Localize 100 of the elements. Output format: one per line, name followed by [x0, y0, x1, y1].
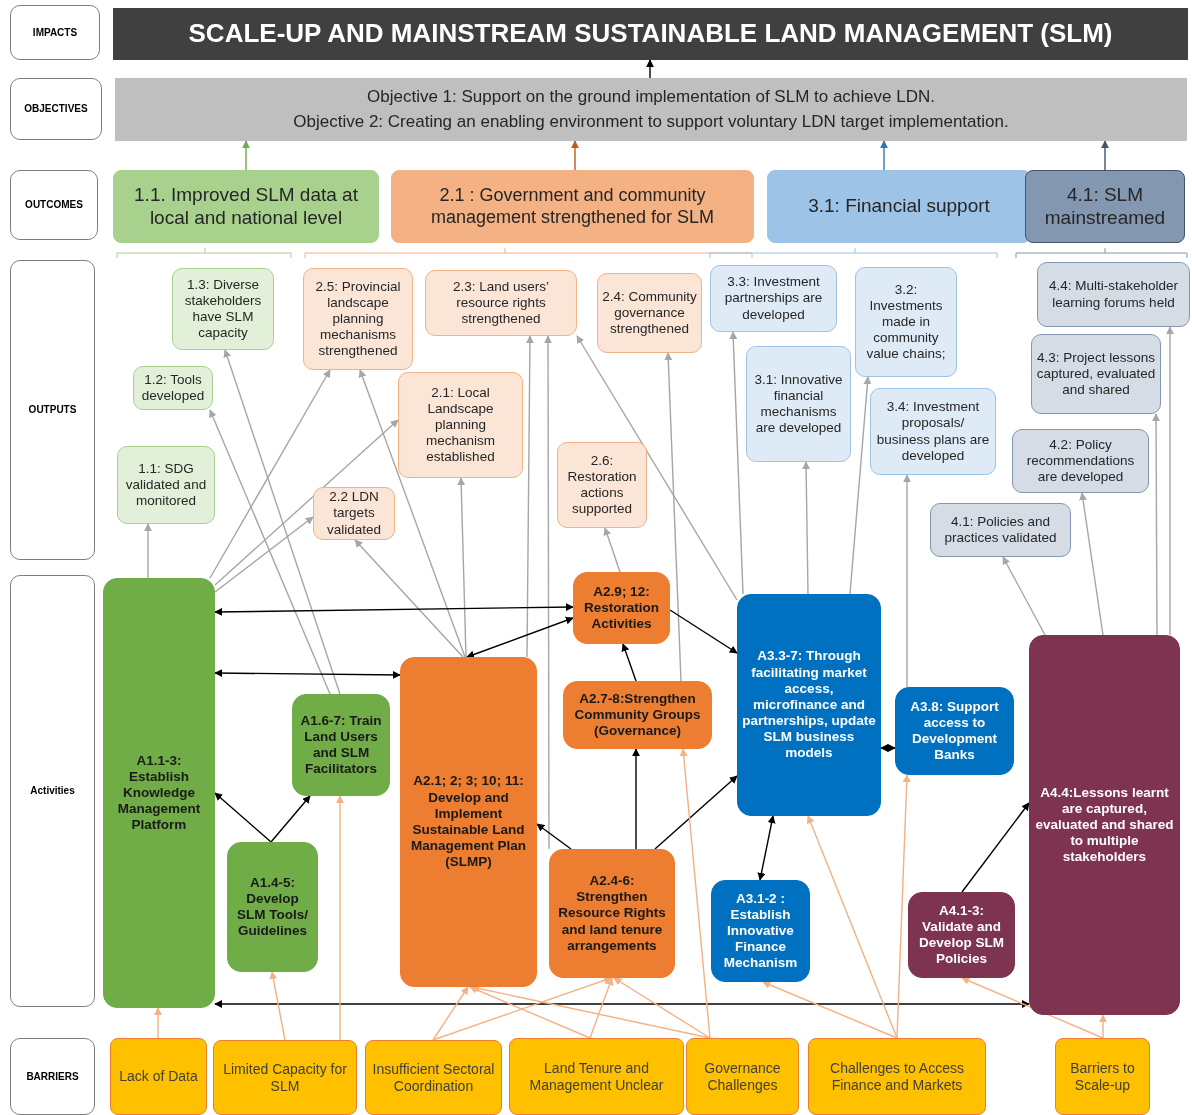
arrow [576, 335, 738, 601]
row-header-text: IMPACTS [32, 26, 78, 39]
arrow [654, 775, 738, 850]
arrow [589, 977, 614, 1039]
output-box [172, 268, 274, 350]
arrow [1101, 140, 1109, 171]
activity-text: A3.1-2 : Establish Innovative Finance Mechanism [722, 890, 799, 972]
output-box [1031, 334, 1161, 414]
activity-box [227, 842, 318, 972]
outcome-box [391, 170, 754, 243]
arrow [214, 419, 399, 586]
arrow [880, 140, 888, 171]
barrier-box [213, 1040, 357, 1115]
arrow [544, 335, 552, 850]
outcome-text: 4.1: SLM mainstreamed [1043, 183, 1167, 230]
row-header-text: BARRIERS [26, 1070, 79, 1083]
outcome-box [1025, 170, 1185, 243]
arrow [214, 1000, 1030, 1008]
arrow [806, 815, 898, 1039]
arrow [1099, 1014, 1107, 1039]
barrier-text: Challenges to Access Finance and Markets [829, 1059, 965, 1094]
activity-text: A4.4:Lessons learnt are captured, evaluated and shared to multiple stakeholders [1034, 784, 1175, 866]
output-text: 2.2 LDN targets validated [325, 489, 382, 538]
arrow [466, 616, 574, 659]
arrow [903, 474, 911, 688]
output-box [746, 346, 851, 462]
activity-text: A1.1-3: Establish Knowledge Management Platform [116, 752, 202, 834]
arrow [729, 331, 744, 595]
row-header-box [10, 5, 100, 60]
output-text: 4.2: Policy recommendations are developed [1025, 436, 1136, 486]
arrow [961, 977, 1104, 1039]
output-box [870, 388, 996, 475]
barrier-text: Barriers to Scale-up [1069, 1059, 1136, 1094]
arrow [669, 609, 738, 654]
arrow [679, 748, 711, 1039]
activity-box [573, 572, 670, 644]
output-box [117, 446, 215, 524]
arrow [849, 376, 872, 595]
activity-text: A3.3-7: Through facilitating market access, microfinance and partnerships, update SLM business models [742, 648, 876, 762]
outcome-text: 2.1 : Government and community management strengthened for SLM [429, 184, 716, 229]
arrow [336, 795, 344, 1041]
outcome-text: 1.1. Improved SLM data at local and national level [133, 183, 359, 230]
row-header-box [10, 170, 98, 240]
barrier-box [686, 1038, 799, 1115]
row-header-box [10, 78, 102, 140]
objective-text: Objective 1: Support on the ground implementation of SLM to achieve LDN. [367, 87, 935, 108]
arrow [354, 539, 464, 658]
output-text: 2.6: Restoration actions supported [566, 452, 638, 518]
row-header-box [10, 1038, 95, 1115]
row-header-text: OBJECTIVES [24, 103, 88, 115]
outcome-text: 3.1: Financial support [808, 195, 990, 218]
output-box [1037, 262, 1190, 327]
activity-box [549, 849, 675, 978]
output-text: 3.1: Innovative financial mechanisms are developed [753, 371, 844, 437]
output-text: 2.5: Provincial landscape planning mechanisms strengthened [314, 278, 402, 360]
arrow [144, 523, 152, 579]
arrow [242, 140, 250, 171]
activity-box [400, 657, 537, 987]
output-text: 1.1: SDG validated and monitored [124, 460, 208, 510]
arrow [621, 643, 637, 682]
barrier-box [1055, 1038, 1150, 1115]
arrow [214, 792, 272, 843]
arrow [571, 140, 579, 171]
output-text: 1.2: Tools developed [140, 371, 206, 405]
output-box [855, 267, 957, 377]
output-text: 4.4: Multi-stakeholder learning forums held [1047, 278, 1180, 311]
row-header-box [10, 260, 95, 560]
impact-title: SCALE-UP AND MAINSTREAM SUSTAINABLE LAND MANAGEMENT (SLM) [188, 18, 1113, 50]
activity-text: A1.6-7: Train Land Users and SLM Facilitators [299, 712, 383, 778]
arrow [214, 516, 314, 593]
activity-text: A2.9; 12: Restoration Activities [583, 583, 660, 633]
outcome-box [113, 170, 379, 243]
arrow [469, 986, 591, 1039]
row-header-box [10, 575, 95, 1007]
activity-text: A1.4-5: Develop SLM Tools/ Guidelines [236, 874, 309, 940]
arrow [269, 971, 286, 1041]
barrier-box [365, 1040, 502, 1115]
barrier-text: Governance Challenges [703, 1059, 782, 1094]
output-text: 2.3: Land users’ resource rights strengthened [451, 278, 551, 328]
barrier-text: Insufficient Sectoral Coordination [371, 1060, 496, 1095]
activity-box [1029, 635, 1180, 1015]
barrier-text: Land Tenure and Management Unclear [528, 1059, 665, 1094]
activity-box [895, 687, 1014, 775]
arrow [154, 1007, 162, 1039]
row-header-text: OUTPUTS [28, 404, 77, 416]
arrow [432, 986, 469, 1041]
arrow [270, 795, 311, 843]
row-header-text: OUTCOMES [25, 199, 83, 211]
arrow [209, 369, 331, 579]
arrow [757, 815, 776, 881]
arrow [214, 669, 401, 679]
arrow [457, 477, 467, 658]
activity-box [292, 694, 390, 796]
barrier-box [808, 1038, 986, 1115]
arrow [632, 748, 640, 850]
output-text: 4.3: Project lessons captured, evaluated and shared [1036, 349, 1156, 399]
output-text: 1.3: Diverse stakeholders have SLM capacity [183, 276, 263, 342]
barrier-text: Lack of Data [119, 1068, 198, 1085]
arrow [525, 335, 534, 658]
output-box [597, 273, 702, 353]
